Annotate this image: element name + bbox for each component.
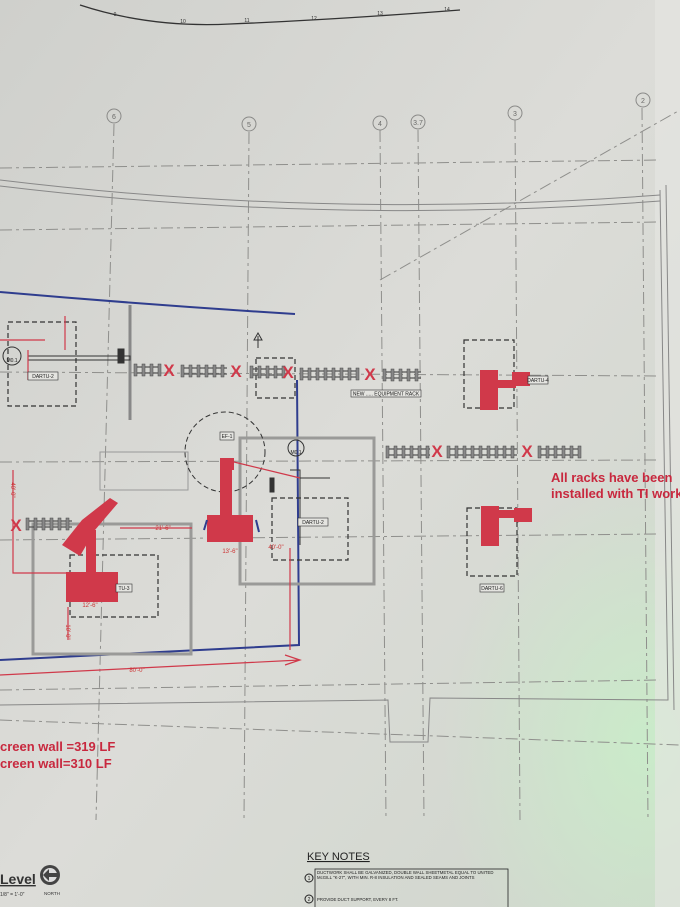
key-note-text: PROVIDE DUCT SUPPORT, EVERY 8 FT.: [317, 897, 398, 902]
equipment-rack-segment: [249, 365, 286, 379]
equipment-racks: [25, 363, 582, 531]
x-marker: X: [230, 362, 242, 381]
scale-tick: 14: [444, 7, 450, 13]
key-notes: KEY NOTES 1 DUCTWORK SHALL BE GALVANIZED…: [304, 851, 509, 907]
x-marker: X: [364, 365, 376, 384]
equipment-rack-segment: [385, 445, 430, 459]
scale-tick: 13: [377, 11, 383, 17]
equipment-tags: DARTU-2 TU-3 DARTU-2 DARTU-4 DARTU-6 EF-…: [2, 346, 549, 593]
equipment-rack-segment: [299, 367, 360, 381]
grid-bubble-label: 4: [378, 121, 382, 128]
racks-installed-note-line2: installed with TI work: [551, 486, 680, 501]
screen-wall-note-1: creen wall =319 LF: [0, 739, 115, 754]
tag-md1-left: M0.1: [6, 358, 17, 364]
dimension: 13'-6": [222, 549, 237, 555]
drawing-scale: 1/8" = 1'-0": [0, 892, 25, 898]
grid-lines: [0, 107, 680, 821]
dimension: 21'-6": [155, 526, 170, 532]
tag-tu3: TU-3: [118, 586, 129, 592]
equipment-rack-segment: [133, 363, 162, 377]
x-marker: X: [521, 442, 533, 461]
x-marker: X: [10, 516, 22, 535]
racks-installed-note-line1: All racks have been: [551, 470, 672, 485]
scale-tick: 11: [244, 18, 249, 24]
equipment-rack-segment: [446, 445, 517, 459]
scale-tick: 9: [114, 12, 117, 18]
grid-bubble-label: 2: [641, 98, 645, 105]
level-title: Level: [0, 871, 36, 887]
x-marker: X: [163, 361, 175, 380]
key-note-number: 2: [308, 897, 311, 903]
equipment-rack-segment: [25, 517, 72, 531]
dimensions: 21'-6" 12'-6" 13'-6" 80'-0" 10'-0" 40'-0…: [9, 482, 284, 674]
x-marker: X: [431, 442, 443, 461]
grid-bubble-label: 3: [513, 111, 517, 118]
north-label: NORTH: [44, 891, 60, 896]
grid-bubble-label: 5: [247, 122, 251, 129]
tag-dartu2: DARTU-2: [32, 374, 54, 380]
dimension: 10'-0": [64, 624, 70, 639]
dimension: 12'-6": [82, 603, 97, 609]
tag-new-equipment-rack: NEW ..... EQUIPMENT RACK: [353, 392, 420, 398]
grid-bubble-label: 6: [112, 114, 116, 121]
grid-bubbles: 6 5 4 3.7 3 2: [106, 92, 651, 132]
dimension: 40'-0": [268, 545, 283, 551]
scale-bar-arc: [79, 4, 461, 26]
unit-center-markup: [207, 515, 253, 542]
tag-ef1: EF-1: [222, 434, 233, 440]
red-markup: [0, 316, 532, 676]
unit-tu3-markup: [66, 572, 118, 602]
scale-bar-labels: 9 10 11 12 13 14: [114, 7, 450, 25]
tag-dartu6: DARTU-6: [481, 586, 503, 592]
key-notes-title: KEY NOTES: [307, 851, 370, 863]
equipment-rack-segment: [382, 368, 421, 382]
equipment-pads: [31, 305, 376, 656]
scale-tick: 12: [311, 16, 317, 22]
tag-md1: M0.1: [290, 450, 301, 456]
tag-dartu-center: DARTU-2: [302, 520, 324, 526]
key-note-number: 1: [308, 876, 311, 882]
equipment-rack-segment: [537, 445, 582, 459]
x-marker: X: [282, 363, 294, 382]
dimension: 40'-0": [9, 482, 15, 497]
north-arrow-icon: [40, 865, 60, 885]
grid-bubble-label: 3.7: [413, 120, 423, 127]
dimension: 80'-0": [129, 668, 144, 674]
rack-removal-markers: X X X X X X X: [10, 361, 533, 535]
blue-outline-top: [0, 291, 296, 315]
page-edge: [655, 0, 680, 907]
screen-wall-note-2: creen wall=310 LF: [0, 756, 112, 771]
scale-tick: 10: [180, 19, 186, 25]
building-walls: [0, 179, 675, 743]
key-note-text: DUCTWORK SHALL BE GALVANIZED, DOUBLE WAL…: [317, 870, 494, 880]
equipment-rack-segment: [180, 364, 227, 378]
tag-dartu4: DARTU-4: [527, 378, 549, 384]
ductwork: [28, 348, 330, 545]
hand-markup-arrow: [62, 498, 118, 556]
title-block: Level 1/8" = 1'-0" NORTH: [0, 865, 60, 898]
